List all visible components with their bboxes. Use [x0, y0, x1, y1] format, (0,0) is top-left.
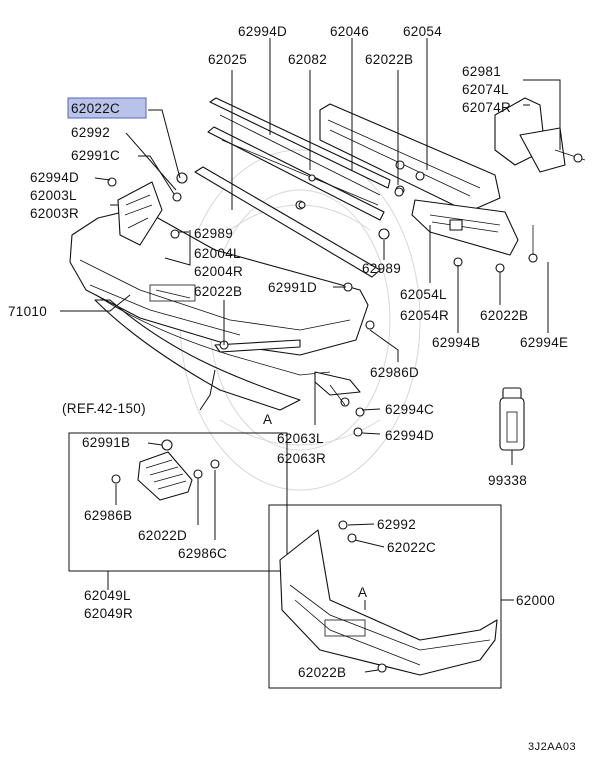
- label-62022C-box[interactable]: 62022C: [387, 540, 436, 555]
- label-62994D-left[interactable]: 62994D: [30, 170, 79, 185]
- label-62004R[interactable]: 62004R: [194, 264, 243, 279]
- label-62986D[interactable]: 62986D: [370, 365, 419, 380]
- box-62000: [268, 504, 502, 689]
- label-62991C[interactable]: 62991C: [71, 148, 120, 163]
- label-ref-42-150[interactable]: (REF.42-150): [62, 401, 146, 416]
- stay-bracket-62074: [494, 97, 586, 173]
- label-71010[interactable]: 71010: [8, 304, 47, 319]
- label-62986B[interactable]: 62986B: [84, 508, 132, 523]
- grille-62049: [111, 439, 220, 501]
- label-62074R[interactable]: 62074R: [462, 100, 511, 115]
- label-62986C[interactable]: 62986C: [178, 546, 227, 561]
- label-62003L[interactable]: 62003L: [30, 188, 77, 203]
- label-62004L[interactable]: 62004L: [194, 246, 241, 261]
- label-62022D[interactable]: 62022D: [138, 528, 187, 543]
- marker-A-box: A: [358, 585, 367, 600]
- label-62992-box[interactable]: 62992: [377, 517, 416, 532]
- label-62000[interactable]: 62000: [516, 593, 555, 608]
- side-bracket-62054L: [411, 199, 519, 256]
- label-62003R[interactable]: 62003R: [30, 206, 79, 221]
- bracket-62003: [117, 181, 163, 246]
- label-62054[interactable]: 62054: [403, 24, 442, 39]
- label-62992-left[interactable]: 62992: [71, 125, 110, 140]
- diagram-code: 3J2AA03: [528, 741, 576, 753]
- label-62074L[interactable]: 62074L: [462, 82, 509, 97]
- label-62054L[interactable]: 62054L: [400, 287, 447, 302]
- label-62022B-top[interactable]: 62022B: [365, 52, 413, 67]
- label-62991B[interactable]: 62991B: [82, 435, 130, 450]
- marker-A-main: A: [263, 412, 272, 427]
- highlight-62022C: [67, 97, 147, 119]
- label-62994C[interactable]: 62994C: [385, 402, 434, 417]
- label-62994D-top[interactable]: 62994D: [238, 24, 287, 39]
- label-62025[interactable]: 62025: [208, 52, 247, 67]
- label-62994E[interactable]: 62994E: [520, 335, 568, 350]
- label-62082[interactable]: 62082: [288, 52, 327, 67]
- label-62022B-mid[interactable]: 62022B: [194, 284, 242, 299]
- box-62049: [68, 432, 288, 572]
- label-62054R[interactable]: 62054R: [400, 308, 449, 323]
- label-62049L[interactable]: 62049L: [84, 588, 131, 603]
- label-62994B[interactable]: 62994B: [432, 335, 480, 350]
- label-62991D[interactable]: 62991D: [268, 280, 317, 295]
- label-62989-b[interactable]: 62989: [362, 261, 401, 276]
- label-62022C-highlighted[interactable]: 62022C: [71, 101, 120, 116]
- label-62063L[interactable]: 62063L: [277, 431, 324, 446]
- bumper-assembly-62000: [279, 520, 498, 676]
- label-62989-a[interactable]: 62989: [194, 226, 233, 241]
- label-62046[interactable]: 62046: [330, 24, 369, 39]
- label-99338[interactable]: 99338: [488, 473, 527, 488]
- label-62022B-box[interactable]: 62022B: [298, 665, 346, 680]
- paint-bottle-99338: [499, 387, 525, 451]
- label-62022B-right[interactable]: 62022B: [480, 308, 528, 323]
- bracket-62063: [314, 371, 361, 406]
- strip-62004: [194, 166, 381, 278]
- label-62049R[interactable]: 62049R: [84, 606, 133, 621]
- label-62063R[interactable]: 62063R: [277, 451, 326, 466]
- label-62981[interactable]: 62981: [462, 64, 501, 79]
- part-labels: 62994D 62046 62054 62025 62082 62022B 62…: [8, 24, 576, 753]
- lower-molding: [214, 339, 301, 353]
- leader-lines: [60, 38, 561, 673]
- label-62994D-low[interactable]: 62994D: [385, 428, 434, 443]
